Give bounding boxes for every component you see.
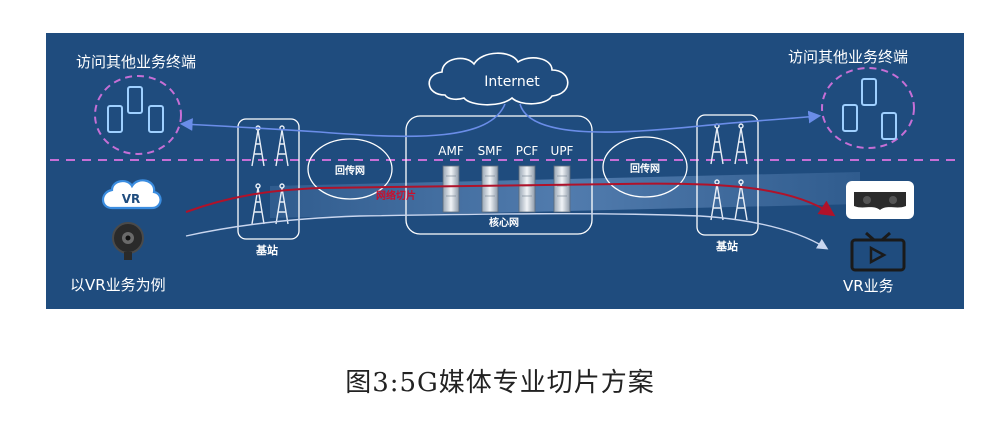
slice-label: 网络切片 [376, 189, 416, 202]
smartphone-icon [107, 86, 164, 133]
vr-headset-icon [846, 181, 914, 219]
core-network-label: 核心网 [489, 216, 519, 229]
smartphone-icon [842, 78, 897, 140]
server-icon [442, 165, 571, 213]
backhaul-left-label: 回传网 [335, 164, 365, 177]
core-network-box [405, 115, 593, 235]
cell-tower-icon [251, 125, 289, 225]
tv-icon [850, 231, 906, 272]
left-terminal-ring [94, 75, 182, 155]
core-function-pcf: PCF [516, 144, 539, 158]
top-left-label: 访问其他业务终端 [76, 53, 196, 71]
vr-badge-label: VR [122, 192, 141, 206]
flow-arrow-to-vr-service [185, 212, 829, 250]
server-rack-lines [446, 175, 567, 197]
flow-arrow-to-right-terminals [519, 103, 822, 133]
service-label: VR业务 [843, 277, 894, 295]
slice-flow-arrow [185, 182, 836, 217]
backhaul-right-label: 回传网 [630, 162, 660, 175]
figure-caption: 图3:5G媒体专业切片方案 [345, 368, 655, 398]
base-station-left-box [237, 118, 300, 240]
flow-arrow-to-left-terminals [179, 103, 506, 138]
base-station-right-label: 基站 [715, 239, 738, 253]
internet-label: Internet [484, 74, 540, 90]
core-function-upf: UPF [551, 144, 574, 158]
base-station-left-label: 基站 [255, 243, 278, 257]
backhaul-left-ellipse [307, 138, 393, 200]
source-label: 以VR业务为例 [70, 276, 166, 294]
vr-cloud-icon [101, 179, 162, 210]
right-terminal-ring [821, 67, 915, 149]
backhaul-right-ellipse [602, 136, 688, 198]
core-function-amf: AMF [438, 144, 464, 158]
vr-camera-icon [112, 222, 144, 260]
core-function-smf: SMF [478, 144, 503, 158]
base-station-right-box [696, 114, 759, 236]
top-right-label: 访问其他业务终端 [788, 48, 908, 66]
internet-cloud-icon [428, 52, 569, 106]
cell-tower-icon [710, 123, 748, 221]
